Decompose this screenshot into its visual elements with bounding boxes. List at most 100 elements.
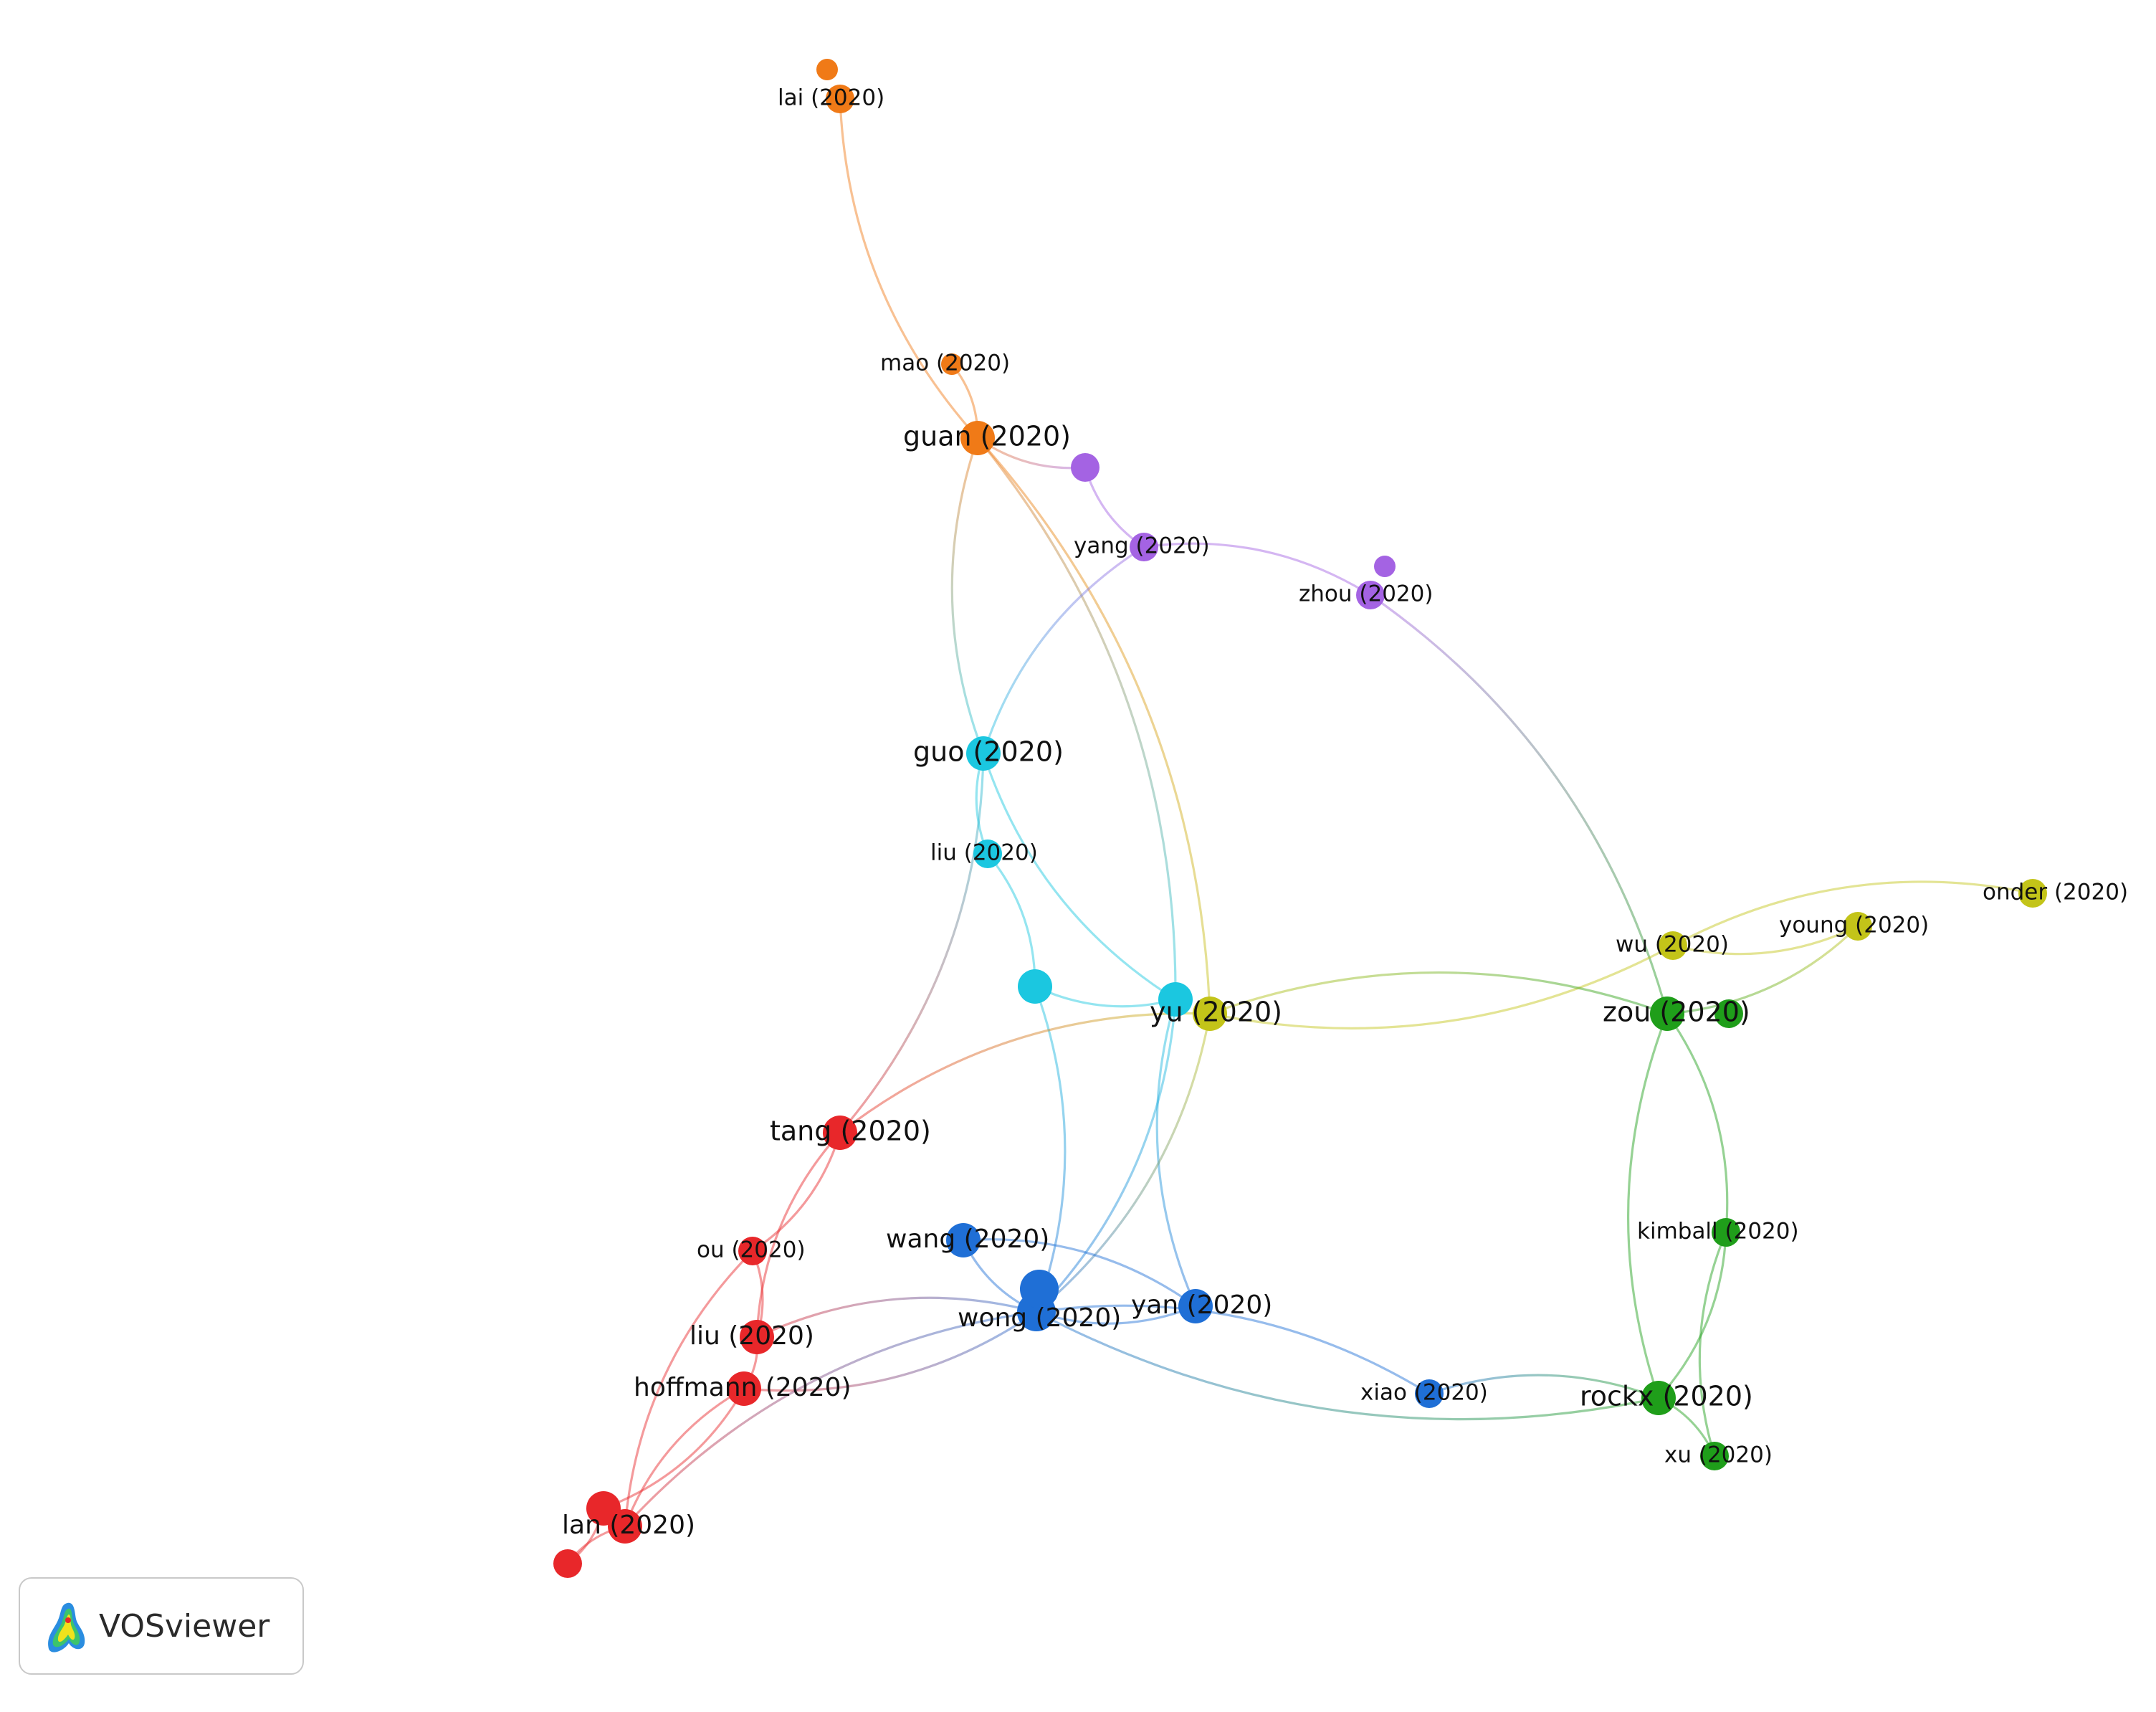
node-label-wang: wang (2020): [886, 1224, 1049, 1254]
node-zhou[interactable]: [1356, 581, 1385, 609]
node-lai[interactable]: [826, 85, 854, 113]
link-yu-wu: [1209, 944, 1674, 1029]
link-wong-hoffmann: [743, 1311, 1037, 1392]
node-onder[interactable]: [2018, 879, 2047, 908]
link-wong-yan: [1036, 1305, 1196, 1325]
node-label-young: young (2020): [1779, 913, 1929, 938]
link-yang-guo: [982, 546, 1145, 754]
link-tang-ou: [752, 1132, 841, 1252]
network-links: [566, 98, 2033, 1565]
link-liu_c-c1: [986, 852, 1036, 987]
node-label-wu: wu (2020): [1616, 932, 1729, 958]
node-label-tang: tang (2020): [770, 1116, 931, 1147]
node-label-mao: mao (2020): [880, 351, 1010, 376]
link-yu-zou: [1209, 971, 1668, 1015]
node-wong2[interactable]: [1020, 1270, 1059, 1308]
link-guo-tang: [839, 753, 985, 1134]
node-hoffmann[interactable]: [727, 1371, 761, 1406]
node-label-liu_c: liu (2020): [930, 840, 1038, 866]
link-guan-guo: [950, 437, 985, 754]
node-xiao[interactable]: [1415, 1379, 1444, 1408]
node-rockx[interactable]: [1641, 1381, 1676, 1415]
link-guo-yu_c: [982, 753, 1176, 1001]
link-yu_c-yan: [1155, 999, 1197, 1307]
link-wong-liu_r: [756, 1296, 1037, 1338]
node-yu_c[interactable]: [1158, 982, 1193, 1017]
link-yu-tang: [839, 1012, 1211, 1134]
node-label-xu: xu (2020): [1664, 1442, 1773, 1468]
vosviewer-badge: VOSviewer: [19, 1577, 304, 1675]
node-p1[interactable]: [1071, 453, 1100, 482]
link-kimball-rockx: [1657, 1232, 1727, 1399]
node-label-rockx: rockx (2020): [1580, 1381, 1753, 1412]
node-label-zhou: zhou (2020): [1299, 581, 1433, 607]
link-ou-lan: [624, 1250, 754, 1527]
node-yu[interactable]: [1193, 997, 1227, 1031]
link-guan-yu: [976, 437, 1211, 1014]
link-yu_c-wong: [1035, 999, 1177, 1313]
node-lai2[interactable]: [816, 59, 838, 80]
network-labels: lai (2020) mao (2020) guan (2020) yang (202…: [562, 85, 2128, 1541]
node-lan3[interactable]: [553, 1549, 582, 1578]
node-lan2[interactable]: [586, 1491, 621, 1526]
node-label-wong: wong (2020): [958, 1303, 1121, 1333]
node-label-zou: zou (2020): [1603, 997, 1750, 1028]
network-nodes: [553, 59, 2047, 1578]
link-yu-wong: [1035, 1013, 1211, 1313]
link-tang-liu_r: [755, 1131, 841, 1338]
node-zou[interactable]: [1650, 997, 1684, 1031]
node-label-kimball: kimball (2020): [1637, 1219, 1799, 1245]
node-label-lan: lan (2020): [562, 1511, 695, 1540]
link-kimball-xu: [1698, 1232, 1727, 1457]
link-wu-young: [1672, 925, 1859, 956]
node-label-onder: onder (2020): [1983, 880, 2128, 905]
link-yang-zhou: [1143, 542, 1371, 596]
link-rockx-xiao: [1428, 1374, 1659, 1399]
vosviewer-logo-icon: [48, 1602, 85, 1652]
link-lai-guan: [839, 98, 979, 439]
link-wu-onder: [1672, 880, 2033, 947]
node-yang[interactable]: [1130, 533, 1158, 561]
node-young[interactable]: [1843, 912, 1872, 941]
link-guan-yu_c: [976, 437, 1177, 1000]
node-liu_c[interactable]: [973, 840, 1002, 868]
node-yan[interactable]: [1178, 1289, 1213, 1323]
node-label-hoffmann: hoffmann (2020): [634, 1373, 852, 1402]
link-c1-wong: [1034, 986, 1067, 1313]
link-zhou-zou: [1370, 594, 1669, 1014]
node-kimball[interactable]: [1712, 1218, 1740, 1247]
link-hoffmann-lan2: [603, 1388, 745, 1510]
node-label-yan: yan (2020): [1131, 1290, 1272, 1320]
node-label-lai: lai (2020): [778, 85, 884, 111]
link-zou-kimball: [1666, 1013, 1729, 1233]
link-wong-lan: [624, 1311, 1037, 1528]
node-c1[interactable]: [1018, 969, 1052, 1004]
node-liu_r[interactable]: [740, 1320, 774, 1354]
link-hoffmann-lan: [624, 1387, 745, 1527]
link-zou-young: [1666, 925, 1859, 1015]
node-label-yang: yang (2020): [1074, 533, 1210, 559]
node-tang[interactable]: [823, 1116, 857, 1150]
node-label-xiao: xiao (2020): [1360, 1380, 1488, 1406]
link-c1-yu_c: [1034, 985, 1176, 1008]
node-label-ou: ou (2020): [697, 1237, 806, 1263]
node-zou2[interactable]: [1714, 999, 1743, 1028]
node-guo[interactable]: [966, 736, 1001, 771]
node-wu[interactable]: [1659, 931, 1687, 960]
node-guan[interactable]: [960, 421, 995, 455]
vosviewer-brand-label: VOSviewer: [99, 1607, 270, 1645]
node-mao[interactable]: [941, 353, 963, 375]
node-label-guo: guo (2020): [913, 736, 1064, 768]
node-label-yu: yu (2020): [1150, 997, 1282, 1028]
node-wang[interactable]: [946, 1223, 981, 1257]
node-label-liu_r: liu (2020): [690, 1321, 814, 1351]
link-wang-yan: [963, 1238, 1196, 1308]
node-p2[interactable]: [1374, 556, 1396, 577]
link-wong-xiao: [1036, 1304, 1430, 1395]
link-rockx-wong: [1036, 1311, 1659, 1421]
link-zou-rockx: [1626, 1013, 1669, 1399]
node-xu[interactable]: [1700, 1442, 1729, 1470]
node-label-guan: guan (2020): [903, 421, 1071, 452]
node-ou[interactable]: [738, 1237, 767, 1265]
